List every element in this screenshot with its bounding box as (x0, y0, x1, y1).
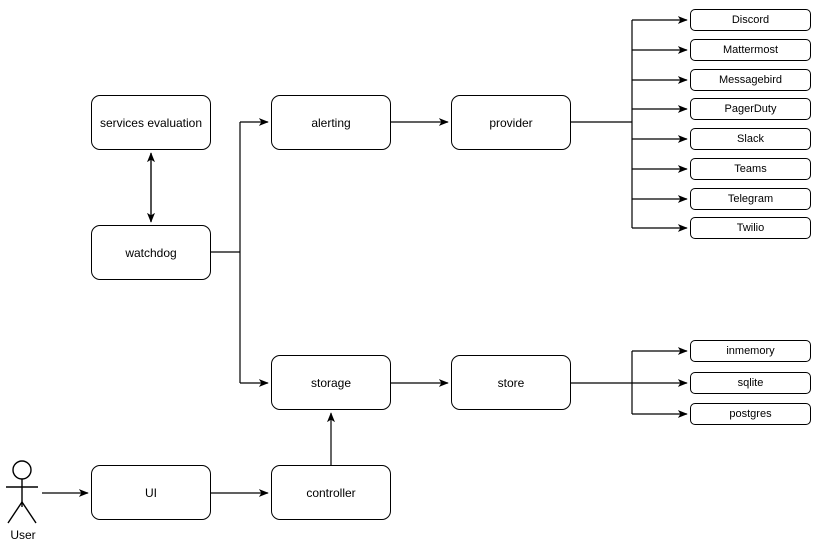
node-store-postgres-label: postgres (729, 408, 772, 420)
node-services-evaluation[interactable]: services evaluation (91, 95, 211, 150)
node-ui[interactable]: UI (91, 465, 211, 520)
node-provider-twilio[interactable]: Twilio (690, 217, 811, 239)
node-provider-teams-label: Teams (734, 163, 767, 175)
node-store-label: store (497, 375, 525, 390)
node-provider-slack-label: Slack (737, 133, 764, 145)
node-alerting-label: alerting (311, 115, 351, 130)
node-provider-teams[interactable]: Teams (690, 158, 811, 180)
node-provider-messagebird[interactable]: Messagebird (690, 69, 811, 91)
node-store-sqlite[interactable]: sqlite (690, 372, 811, 394)
node-watchdog-label: watchdog (125, 245, 177, 260)
node-ui-label: UI (145, 485, 157, 500)
node-provider-telegram[interactable]: Telegram (690, 188, 811, 210)
node-provider-twilio-label: Twilio (736, 222, 765, 234)
node-storage-label: storage (310, 375, 352, 390)
node-storage[interactable]: storage (271, 355, 391, 410)
node-provider-messagebird-label: Messagebird (719, 74, 782, 86)
user-actor-figure (6, 460, 38, 524)
node-provider-slack[interactable]: Slack (690, 128, 811, 150)
node-services-evaluation-label: services evaluation (99, 115, 203, 130)
node-provider-telegram-label: Telegram (727, 193, 774, 205)
node-store-sqlite-label: sqlite (737, 377, 764, 389)
node-provider-mattermost[interactable]: Mattermost (690, 39, 811, 61)
node-provider-discord[interactable]: Discord (690, 9, 811, 31)
node-provider-label: provider (489, 115, 533, 130)
node-provider-pagerduty-label: PagerDuty (724, 103, 777, 115)
node-controller[interactable]: controller (271, 465, 391, 520)
node-store-inmemory-label: inmemory (726, 345, 775, 357)
node-provider-pagerduty[interactable]: PagerDuty (690, 98, 811, 120)
user-actor-label: User (10, 528, 36, 542)
node-provider-mattermost-label: Mattermost (722, 44, 778, 56)
node-provider-discord-label: Discord (731, 14, 770, 26)
node-store-postgres[interactable]: postgres (690, 403, 811, 425)
node-provider[interactable]: provider (451, 95, 571, 150)
connector-watchdog-branch (211, 118, 269, 387)
node-store-inmemory[interactable]: inmemory (690, 340, 811, 362)
connector-provider-fanout (571, 16, 688, 232)
node-watchdog[interactable]: watchdog (91, 225, 211, 280)
node-alerting[interactable]: alerting (271, 95, 391, 150)
connector-store-fanout (571, 347, 688, 418)
node-controller-label: controller (306, 485, 356, 500)
node-store[interactable]: store (451, 355, 571, 410)
